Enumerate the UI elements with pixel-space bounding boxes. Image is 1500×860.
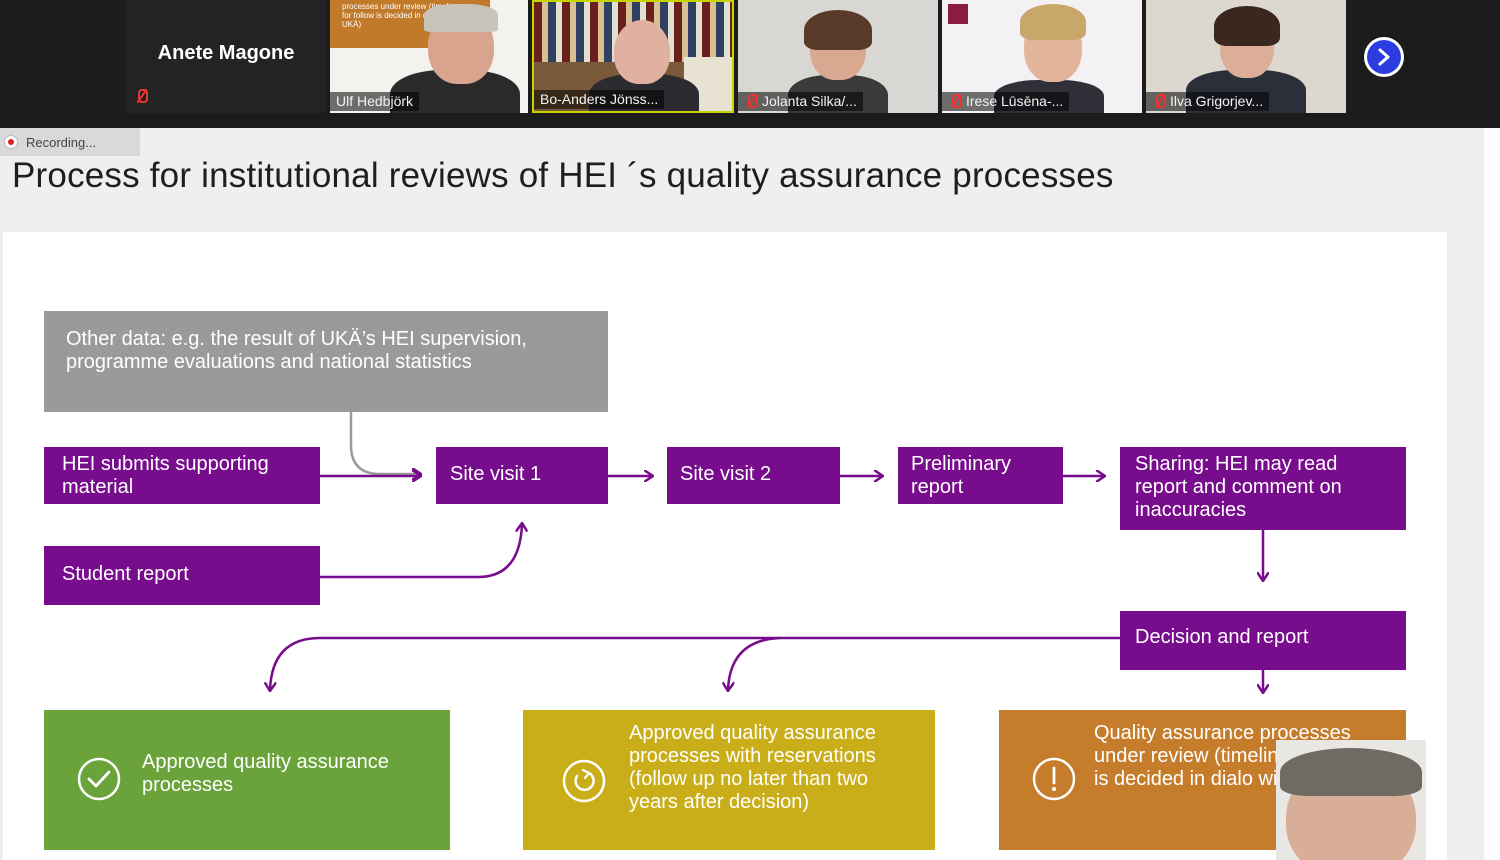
participant-name: Ulf Hedbjörk [330, 92, 420, 111]
box-hei-submits: HEI submits supporting material [44, 447, 320, 504]
shared-slide-thumbnail-text: processes under review (timeline for fol… [342, 2, 459, 29]
participant-tile-2[interactable]: Bo-Anders Jönss... [532, 0, 734, 113]
slide-title: Process for institutional reviews of HEI… [12, 156, 1114, 195]
muted-mic-icon [134, 88, 148, 104]
shared-screen-edge [1484, 128, 1500, 860]
checkmark-circle-icon [77, 757, 121, 801]
outcome-approved-text: Approved quality assurance processes [142, 751, 389, 796]
next-participants-button[interactable] [1364, 37, 1404, 77]
muted-mic-icon [1152, 93, 1166, 109]
participant-tile-4[interactable]: Irese Lūsēna-... [942, 0, 1142, 113]
box-student-report: Student report [44, 546, 320, 605]
box-decision-and-report: Decision and report [1120, 611, 1406, 670]
participant-video: processes under review (timeline for fol… [330, 0, 528, 113]
participant-tile-5[interactable]: Ilva Grigorjev... [1146, 0, 1346, 113]
outcome-under-review: Quality assurance processes under review… [999, 710, 1406, 850]
participant-video [534, 2, 732, 111]
record-dot-icon [4, 135, 18, 149]
participant-tile-1[interactable]: processes under review (timeline for fol… [330, 0, 528, 113]
active-speaker-name: Anete Magone [157, 42, 295, 64]
outcome-reservations-text: Approved quality assurance processes wit… [629, 722, 876, 813]
logo-icon [948, 4, 968, 24]
box-sharing: Sharing: HEI may read report and comment… [1120, 447, 1406, 530]
exclamation-circle-icon [1032, 757, 1076, 801]
chevron-right-icon [1367, 40, 1401, 74]
participant-name: Irese Lūsēna-... [942, 92, 1070, 111]
box-other-data: Other data: e.g. the result of UKÄ’s HEI… [44, 311, 608, 412]
participant-name: Bo-Anders Jönss... [534, 90, 665, 109]
muted-mic-icon [948, 93, 962, 109]
participant-name: Jolanta Silka/... [738, 92, 863, 111]
outcome-with-reservations: Approved quality assurance processes wit… [523, 710, 935, 850]
box-site-visit-1: Site visit 1 [436, 447, 608, 504]
participant-tile-3[interactable]: Jolanta Silka/... [738, 0, 938, 113]
outcome-approved: Approved quality assurance processes [44, 710, 450, 850]
presenter-video-overlay[interactable] [1276, 740, 1426, 860]
participant-name: Ilva Grigorjev... [1146, 92, 1270, 111]
recording-label: Recording... [26, 134, 97, 150]
box-site-visit-2: Site visit 2 [667, 447, 840, 504]
participant-strip: Anete Magone processes under review (tim… [0, 0, 1500, 128]
refresh-circle-icon [562, 759, 606, 803]
box-preliminary-report: Preliminary report [898, 447, 1063, 504]
muted-mic-icon [744, 93, 758, 109]
recording-indicator[interactable]: Recording... [0, 128, 140, 156]
participant-tile-active-speaker[interactable]: Anete Magone [126, 0, 326, 113]
